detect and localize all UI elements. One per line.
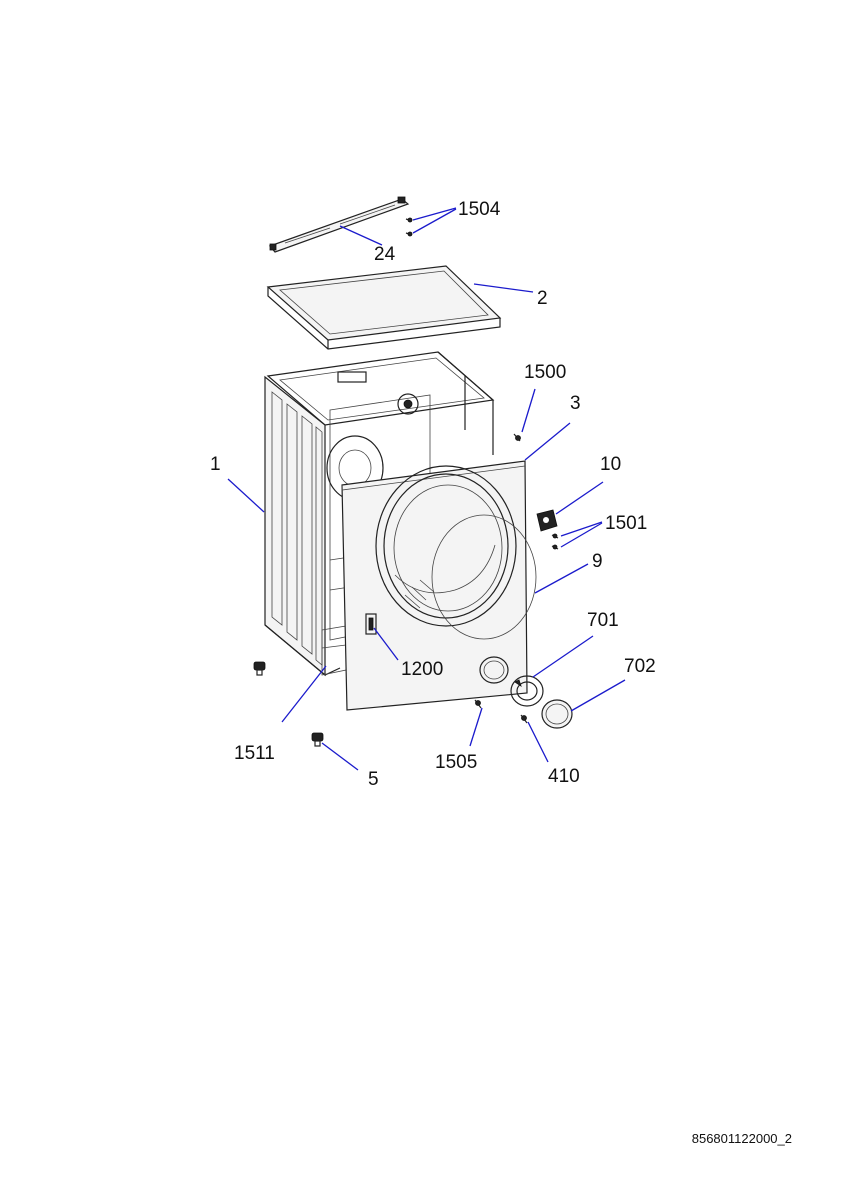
- part-1501-screws: [551, 533, 559, 550]
- leader-1504-a: [412, 207, 457, 221]
- callout-1505: 1505: [435, 752, 477, 773]
- leader-1505: [469, 707, 483, 747]
- part-1500-screw: [513, 433, 521, 442]
- callout-1501: 1501: [605, 513, 647, 534]
- leader-9: [534, 563, 589, 594]
- callout-10: 10: [600, 454, 621, 475]
- callout-702: 702: [624, 656, 656, 677]
- callout-9: 9: [592, 551, 603, 572]
- leader-701: [532, 635, 594, 678]
- leader-1200: [373, 627, 399, 661]
- leader-10: [555, 481, 604, 515]
- leader-lines: [227, 207, 626, 771]
- part-1504-screws: [405, 217, 413, 237]
- leader-5: [321, 742, 359, 771]
- callout-2: 2: [537, 288, 548, 309]
- callout-701: 701: [587, 610, 619, 631]
- document-code: 856801122000_2: [691, 1131, 792, 1146]
- callout-410: 410: [548, 766, 580, 787]
- part-9-drum-seal-circle: [431, 514, 537, 640]
- part-24-top-rail: [268, 196, 410, 253]
- leader-1500: [521, 388, 536, 433]
- leader-1501-a: [560, 521, 603, 537]
- leader-1501-b: [560, 522, 603, 548]
- callout-1504: 1504: [458, 199, 501, 220]
- callout-1511: 1511: [234, 743, 275, 764]
- leader-702: [570, 679, 626, 712]
- part-1505-screw: [474, 699, 482, 709]
- callout-1: 1: [210, 454, 221, 475]
- part-410-screw: [520, 714, 528, 724]
- part-701-filter-housing: [510, 675, 544, 707]
- part-2-top-cover: [266, 265, 502, 350]
- callout-1200: 1200: [401, 659, 443, 680]
- part-702-service-door: [541, 699, 573, 729]
- callout-5: 5: [368, 769, 379, 790]
- leader-1504-b: [412, 208, 457, 234]
- callout-3: 3: [570, 393, 581, 414]
- leader-3: [524, 422, 571, 461]
- part-10-door-lock: [536, 509, 558, 532]
- leader-1: [227, 478, 265, 513]
- leader-2: [473, 283, 534, 293]
- leader-1511: [281, 665, 327, 723]
- callout-24: 24: [374, 244, 396, 265]
- callout-1500: 1500: [524, 362, 566, 383]
- leader-410: [527, 721, 549, 763]
- part-5-feet: [253, 661, 324, 747]
- leader-24: [339, 225, 383, 246]
- callout-labels: 1504 24 2 1500 3 1 10 1501 9 701 702 120…: [210, 199, 656, 790]
